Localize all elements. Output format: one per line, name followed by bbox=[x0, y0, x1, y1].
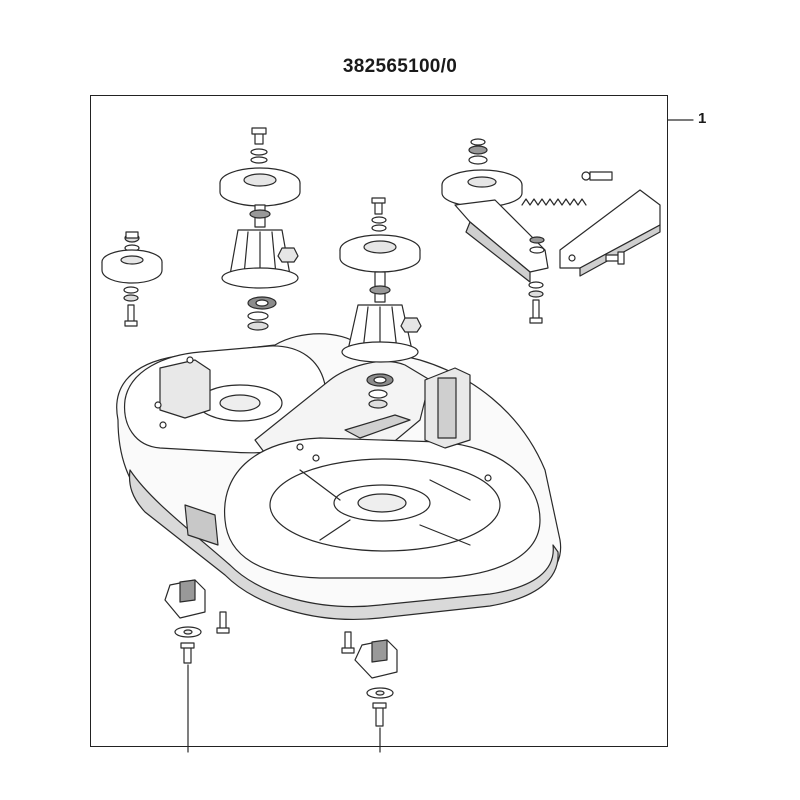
support-bracket-left bbox=[164, 579, 230, 753]
right-spindle-hole bbox=[357, 493, 407, 513]
tensioner-eyebolt bbox=[589, 171, 613, 181]
mower-deck bbox=[116, 333, 562, 620]
tensioner-washer bbox=[470, 138, 486, 146]
deck-hole bbox=[312, 454, 320, 462]
support-side-bolt bbox=[219, 611, 227, 631]
spindle-housing-base bbox=[221, 267, 299, 289]
callout-label-1: 1 bbox=[698, 110, 707, 127]
spindle-assembly-center bbox=[339, 197, 422, 409]
center-bolt-head bbox=[371, 197, 386, 204]
idler-pulley-rim bbox=[101, 261, 163, 284]
spindle-nut bbox=[277, 247, 299, 263]
tensioner-washer-lower bbox=[528, 281, 544, 289]
center-bolt bbox=[374, 201, 383, 215]
tensioner-bolt bbox=[532, 299, 540, 321]
deck-hole bbox=[484, 474, 492, 482]
deck-right-plate bbox=[437, 377, 457, 439]
tensioner-eyebolt-eye bbox=[581, 171, 591, 181]
idler-washer-lower bbox=[123, 286, 139, 294]
tensioner-pulley-hub bbox=[467, 176, 497, 188]
part-number-title: 382565100/0 bbox=[342, 56, 458, 77]
center-washer bbox=[371, 216, 387, 224]
idler-bolt bbox=[127, 304, 135, 324]
support-side-bolt-head bbox=[216, 627, 230, 634]
center-spacer bbox=[368, 389, 388, 399]
idler-washer-lower bbox=[123, 294, 139, 302]
idler-pulley-hub bbox=[120, 255, 144, 265]
support-bolt bbox=[375, 705, 384, 727]
support-washer-hole bbox=[183, 629, 193, 635]
tensioner-assembly bbox=[441, 138, 661, 324]
center-bearing-inner bbox=[373, 376, 387, 384]
support-bolt-head bbox=[372, 702, 387, 709]
deck-hole bbox=[154, 401, 162, 409]
support-washer-hole bbox=[375, 690, 385, 696]
spindle-washer bbox=[250, 148, 268, 156]
spindle-washer-lower bbox=[247, 321, 269, 331]
left-spindle-hole bbox=[219, 394, 261, 412]
idler-pulley-left bbox=[101, 231, 163, 327]
center-housing-base bbox=[341, 341, 419, 363]
tensioner-bolt-head bbox=[529, 317, 543, 324]
center-washer-lower bbox=[368, 399, 388, 409]
deck-skirt-shadow bbox=[128, 469, 559, 620]
deck-side-slot bbox=[184, 504, 219, 546]
support-side-bolt-head bbox=[341, 647, 355, 654]
deck-rib bbox=[299, 469, 471, 546]
support-bracket-face bbox=[371, 639, 388, 663]
spindle-assembly-left bbox=[219, 127, 301, 331]
tensioner-washer bbox=[468, 145, 488, 155]
tensioner-spacer bbox=[529, 246, 545, 254]
deck-hole bbox=[159, 421, 167, 429]
tensioner-washer-lower bbox=[528, 290, 544, 298]
tensioner-arm bbox=[454, 199, 549, 273]
spindle-seal bbox=[249, 209, 271, 219]
center-seal bbox=[369, 285, 391, 295]
support-side-bolt bbox=[344, 631, 352, 651]
diagram-frame bbox=[90, 95, 668, 747]
center-washer bbox=[371, 224, 387, 232]
belt-guide bbox=[344, 414, 411, 439]
spindle-bearing-inner bbox=[255, 299, 269, 307]
tensioner-side-bolt-head bbox=[617, 251, 625, 265]
idler-bolt-head-lower bbox=[124, 320, 138, 327]
deck-hole bbox=[186, 356, 194, 364]
support-bolt-head bbox=[180, 642, 195, 649]
tensioner-arm-side bbox=[465, 221, 531, 283]
tensioner-bracket-flange bbox=[579, 224, 661, 277]
center-pulley-hub bbox=[363, 240, 397, 254]
center-nut bbox=[400, 317, 422, 333]
support-bracket-face bbox=[179, 579, 196, 603]
tensioner-bracket-hole bbox=[568, 254, 576, 262]
tensioner-spring bbox=[521, 198, 587, 206]
spindle-spacer bbox=[247, 311, 269, 321]
spindle-pulley-hub bbox=[243, 173, 277, 187]
tensioner-washer bbox=[468, 155, 488, 165]
spindle-bolt-head bbox=[251, 127, 267, 135]
support-bracket-right bbox=[341, 631, 398, 753]
spindle-washer bbox=[250, 156, 268, 164]
idler-bolt-head bbox=[125, 231, 139, 239]
tensioner-spacer bbox=[529, 236, 545, 244]
deck-hole bbox=[296, 443, 304, 451]
deck-left-bracket bbox=[159, 359, 211, 419]
